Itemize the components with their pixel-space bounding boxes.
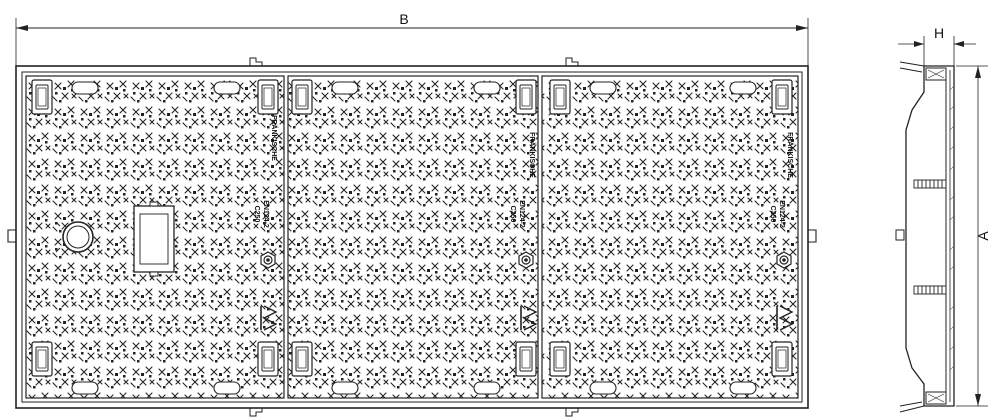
panel-center-class: C250 — [509, 206, 516, 223]
dimension-h-label: H — [934, 25, 944, 41]
panel-right: FRÄNKISCHE EN124-2 C250 — [541, 75, 799, 399]
panel-right-class: C250 — [769, 206, 776, 223]
lift-plate — [133, 201, 175, 277]
dimension-b-label: B — [399, 11, 408, 27]
panel-center-standard: EN124-2 — [518, 200, 525, 228]
panel-center-brand: FRÄNKISCHE — [528, 132, 536, 178]
dimension-b: B — [15, 11, 809, 66]
access-ring — [55, 221, 94, 253]
panel-right-brand: FRÄNKISCHE — [786, 132, 794, 178]
panel-left-class: C250 — [253, 206, 260, 223]
panel-right-standard: EN124-2 — [778, 200, 785, 228]
section-view: H A — [895, 25, 990, 413]
panel-center: FRÄNKISCHE EN124-2 C250 — [287, 75, 539, 399]
panel-left-standard: EN124-2 — [262, 200, 269, 228]
panel-left-brand: FRÄNKISCHE — [270, 115, 278, 161]
dimension-a-label: A — [975, 231, 990, 241]
panel-left: FRÄNKISCHE EN124-2 C250 — [25, 75, 285, 399]
